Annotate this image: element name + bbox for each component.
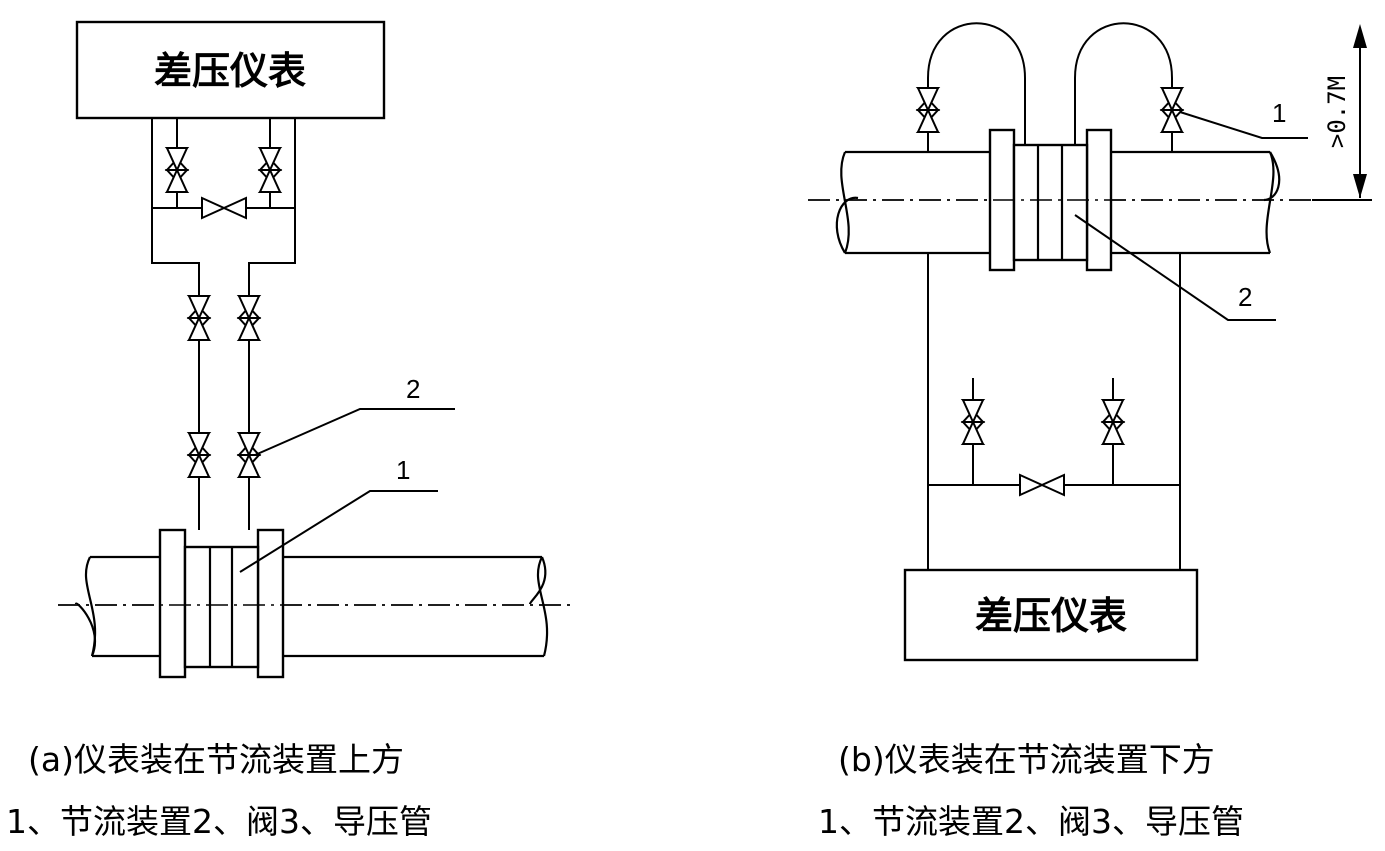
valve-lower-left-a bbox=[188, 432, 210, 478]
impulse-loop-left-b bbox=[927, 22, 1026, 152]
legend-b: 1、节流装置2、阀3、导压管 bbox=[818, 802, 1244, 841]
legend-a: 1、节流装置2、阀3、导压管 bbox=[6, 802, 432, 841]
flange-left-a bbox=[158, 528, 187, 679]
callout-2-a: 2 bbox=[406, 374, 420, 404]
callout-leader-2-b bbox=[1074, 214, 1276, 321]
diff-pressure-instrument-a bbox=[75, 20, 386, 120]
impulse-loop-right-b bbox=[1074, 22, 1173, 152]
instrument-label-b: 差压仪表 bbox=[975, 594, 1127, 638]
vent-valve-right-b bbox=[1102, 399, 1124, 445]
diagram-b: 差压仪表 1 2 >0.7M bbox=[808, 22, 1372, 662]
pipe-break-left-a bbox=[84, 556, 97, 657]
equalizing-valve-a bbox=[201, 197, 247, 219]
flange-right-a bbox=[256, 528, 285, 679]
impulse-line-right-a bbox=[248, 118, 296, 530]
diagram-a: 差压仪表 2 1 bbox=[58, 20, 572, 679]
valve-upper-left-a bbox=[188, 295, 210, 341]
caption-a: (a)仪表装在节流装置上方 bbox=[28, 740, 404, 779]
valve-top-left-b bbox=[917, 87, 939, 133]
callout-1-b: 1 bbox=[1272, 98, 1286, 128]
caption-b: (b)仪表装在节流装置下方 bbox=[838, 740, 1215, 779]
diff-pressure-instrument-b bbox=[903, 568, 1199, 662]
dimension-arrow-down-b bbox=[1353, 174, 1367, 198]
valve-upper-right-a bbox=[238, 295, 260, 341]
callout-1-a: 1 bbox=[396, 455, 410, 485]
impulse-line-left-a bbox=[151, 118, 200, 530]
callout-leader-1-a bbox=[239, 490, 438, 573]
instrument-label-a: 差压仪表 bbox=[154, 49, 306, 93]
height-label-b: >0.7M bbox=[1323, 76, 1351, 148]
callout-leader-1-b bbox=[1179, 111, 1308, 139]
callout-leader-2-a bbox=[254, 408, 455, 456]
valve-top-right-b bbox=[1161, 87, 1183, 133]
pipe-break-right-b bbox=[1265, 151, 1275, 254]
callout-2-b: 2 bbox=[1238, 282, 1252, 312]
vent-valve-left-b bbox=[962, 399, 984, 445]
manifold-valve-right-a bbox=[259, 147, 281, 193]
pipe-break-right-a bbox=[536, 556, 549, 657]
orifice-body-b bbox=[1012, 143, 1089, 262]
equalizing-valve-b bbox=[1019, 474, 1065, 496]
manifold-valve-left-a bbox=[166, 147, 188, 193]
orifice-body-a bbox=[183, 545, 260, 669]
dimension-arrow-up-b bbox=[1353, 24, 1367, 48]
